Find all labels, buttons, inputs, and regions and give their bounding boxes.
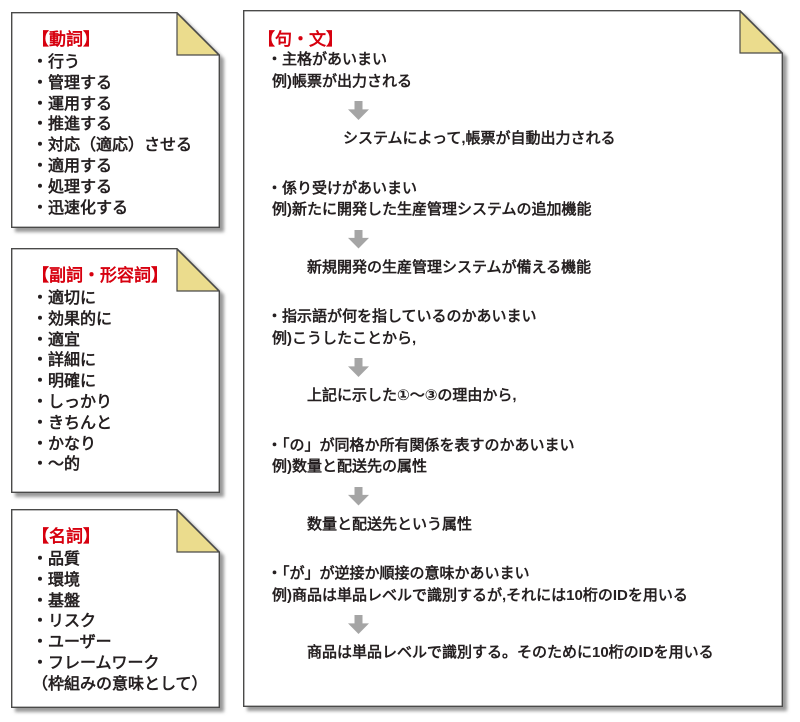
word-item: （枠組みの意味として） [32, 675, 208, 693]
example-line: 例)数量と配送先の属性 [272, 458, 427, 475]
section: ・「の」が同格か所有関係を表すのかあいまい例)数量と配送先の属性数量と配送先とい… [258, 436, 779, 533]
word-item: ・適用する [32, 157, 113, 175]
word-list: ・行う・管理する・運用する・推進する・対応（適応）させる・適用する・処理する・迅… [32, 53, 214, 219]
folded-corner-icon [739, 10, 783, 54]
revised-line: システムによって,帳票が自動出力される [343, 130, 616, 147]
problem-line: ・係り受けがあいまい [267, 179, 418, 197]
word-item: ・対応（適応）させる [32, 137, 193, 155]
word-item: ・運用する [32, 95, 113, 113]
word-item: ・行う [32, 54, 81, 71]
word-item: ・基盤 [32, 592, 81, 610]
revised-line: 上記に示した①～③の理由から, [307, 387, 517, 404]
word-item: ・リスク [32, 613, 97, 631]
problem-line: ・「の」が同格か所有関係を表すのかあいまい [267, 436, 575, 454]
down-arrow-icon [348, 615, 369, 634]
problem-line: ・主格があいまい [267, 51, 388, 68]
note-sheet [243, 10, 783, 707]
example-line: 例)新たに開発した生産管理システムの追加機能 [272, 201, 592, 218]
word-item: ・明確に [32, 373, 97, 391]
card-phrases-sentences: 【句・文】 ・主格があいまい例)帳票が出力されるシステムによって,帳票が自動出力… [243, 10, 783, 707]
down-arrow-icon [348, 486, 369, 506]
card-adverbs-adjectives: 【副詞・形容詞】 ・適切に・効果的に・適宜・詳細に・明確に・しっかり・きちんと・… [11, 248, 220, 493]
word-item: ・環境 [32, 571, 81, 589]
note-sheet [11, 509, 220, 708]
card-nouns: 【名詞】 ・品質・環境・基盤・リスク・ユーザー・フレームワーク （枠組みの意味とし… [11, 509, 220, 708]
section: ・指示語が何を指しているのかあいまい例)こうしたことから, 上記に示した①～③の理… [258, 309, 779, 404]
card-verbs: 【動詞】 ・行う・管理する・運用する・推進する・対応（適応）させる・適用する・処… [11, 12, 220, 228]
word-item: ・処理する [32, 178, 113, 196]
word-item: ・フレームワーク [32, 654, 160, 672]
card-title: 【動詞】 [32, 30, 100, 49]
revised-line: 新規開発の生産管理システムが備える機能 [307, 258, 592, 276]
section: ・係り受けがあいまい例)新たに開発した生産管理システムの追加機能新規開発の生産管… [258, 179, 779, 276]
word-item: ・しっかり [32, 393, 113, 411]
word-item: ・迅速化する [32, 199, 129, 217]
note-sheet [11, 248, 220, 493]
example-line: 例)こうしたことから, [272, 329, 417, 347]
section-list: ・主格があいまい例)帳票が出力されるシステムによって,帳票が自動出力される・係り… [258, 52, 779, 661]
note-sheet-background [11, 12, 220, 228]
word-item: ・詳細に [32, 352, 97, 370]
word-item: ・ユーザー [32, 634, 112, 652]
note-sheet-background [11, 248, 220, 493]
problem-line: ・「が」が逆接か順接の意味かあいまい [267, 565, 530, 582]
word-list: ・品質・環境・基盤・リスク・ユーザー・フレームワーク （枠組みの意味として） [32, 550, 214, 696]
word-list: ・適切に・効果的に・適宜・詳細に・明確に・しっかり・きちんと・かなり・～的 [32, 289, 214, 476]
word-item: ・きちんと [32, 414, 113, 432]
folded-corner-icon [176, 12, 220, 56]
note-sheet-background [243, 10, 783, 707]
problem-line: ・指示語が何を指しているのかあいまい [267, 308, 537, 325]
word-item: ・推進する [32, 116, 113, 134]
down-arrow-icon [348, 358, 369, 377]
word-item: ・かなり [32, 435, 97, 453]
section: ・主格があいまい例)帳票が出力されるシステムによって,帳票が自動出力される [258, 52, 779, 147]
word-item: ・管理する [32, 74, 113, 92]
word-item: ・品質 [32, 551, 81, 568]
word-item: ・効果的に [32, 310, 113, 328]
example-line: 例)帳票が出力される [272, 72, 412, 90]
down-arrow-icon [348, 101, 369, 120]
note-sheet-background [11, 509, 220, 708]
revised-line: 数量と配送先という属性 [307, 515, 473, 533]
card-title: 【名詞】 [32, 527, 100, 546]
note-sheet [11, 12, 220, 228]
folded-corner-icon [176, 248, 220, 292]
word-item: ・適切に [32, 290, 97, 307]
folded-corner-icon [176, 509, 220, 553]
card-title: 【副詞・形容詞】 [32, 266, 168, 285]
down-arrow-icon [348, 229, 369, 249]
word-item: ・～的 [32, 456, 81, 474]
section: ・「が」が逆接か順接の意味かあいまい例)商品は単品レベルで識別するが,それには1… [258, 566, 779, 661]
example-line: 例)商品は単品レベルで識別するが,それには10桁のIDを用いる [272, 586, 688, 604]
card-title: 【句・文】 [258, 30, 343, 49]
word-item: ・適宜 [32, 331, 81, 349]
revised-line: 商品は単品レベルで識別する。そのために10桁のIDを用いる [307, 644, 714, 661]
